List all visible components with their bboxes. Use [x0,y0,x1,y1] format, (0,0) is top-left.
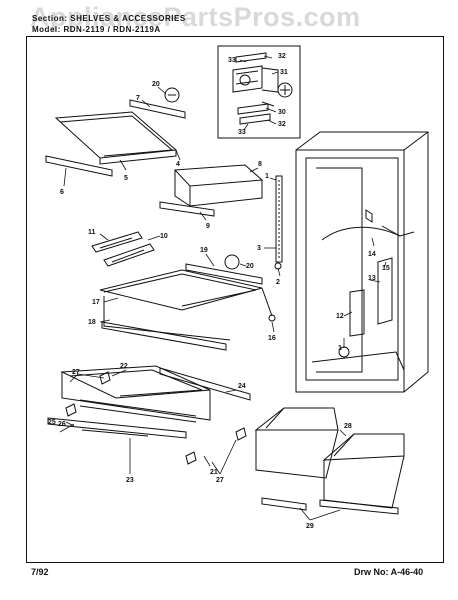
callout-27-right: 27 [216,477,224,484]
callout-8: 8 [258,161,262,168]
callout-20-middle: 20 [246,263,254,270]
callout-4: 4 [176,161,180,168]
inset-detail-box [217,45,301,139]
callout-2: 2 [276,279,280,286]
glide-clips [65,371,247,465]
refrigerator-cabinet [295,131,429,393]
callout-13: 13 [368,275,376,282]
callout-23: 23 [126,477,134,484]
wire-shelf-middle [99,254,276,351]
diagram-frame [26,36,444,563]
crisper-cover-shelf [47,365,251,439]
callout-18: 18 [88,319,96,326]
callout-7: 7 [136,95,140,102]
part-callout-labels: 20 7 4 6 5 8 9 1 3 2 10 11 19 20 17 18 1… [48,53,390,530]
callout-32-lower: 32 [278,121,286,128]
callout-11: 11 [88,229,96,236]
shelf-support-rail [274,175,283,270]
callout-15: 15 [382,265,390,272]
callout-33-upper: 33 [228,57,236,64]
callout-21: 21 [210,469,218,476]
callout-33-lower: 33 [238,129,246,136]
callout-22: 22 [120,363,128,370]
meat-keeper-drawer [159,164,264,217]
callout-32-upper: 32 [278,53,286,60]
callout-26: 26 [58,421,66,428]
drawing-number: Drw No: A-46-40 [354,567,424,577]
callout-3: 3 [257,245,261,252]
callout-30: 30 [278,109,286,116]
callout-10: 10 [160,233,168,240]
glass-shelf-upper [45,87,186,177]
callout-19: 19 [200,247,208,254]
callout-12: 12 [336,313,344,320]
callout-5: 5 [124,175,128,182]
callout-29: 29 [306,523,314,530]
callout-1: 1 [265,173,269,180]
door-bracket-parts [232,52,293,125]
shelf-brackets [91,231,155,267]
callout-9: 9 [206,223,210,230]
section-title: Section: SHELVES & ACCESSORIES [32,14,186,23]
revision-date: 7/92 [31,567,49,577]
callout-leaders [59,55,387,521]
crisper-drawers [254,407,405,515]
callout-28: 28 [344,423,352,430]
callout-31: 31 [280,69,288,76]
callout-20-upper: 20 [152,81,160,88]
callout-17: 17 [92,299,100,306]
callout-14: 14 [368,251,376,258]
callout-27-left: 27 [72,369,80,376]
watermark-text: AppliancePartsPros.com [30,2,361,32]
callout-25: 25 [48,419,56,426]
model-line: Model: RDN-2119 / RDN-2119A [32,25,161,34]
callout-6: 6 [60,189,64,196]
callout-16: 16 [268,335,276,342]
callout-1-cabinet: 1 [338,345,342,352]
callout-24: 24 [238,383,246,390]
